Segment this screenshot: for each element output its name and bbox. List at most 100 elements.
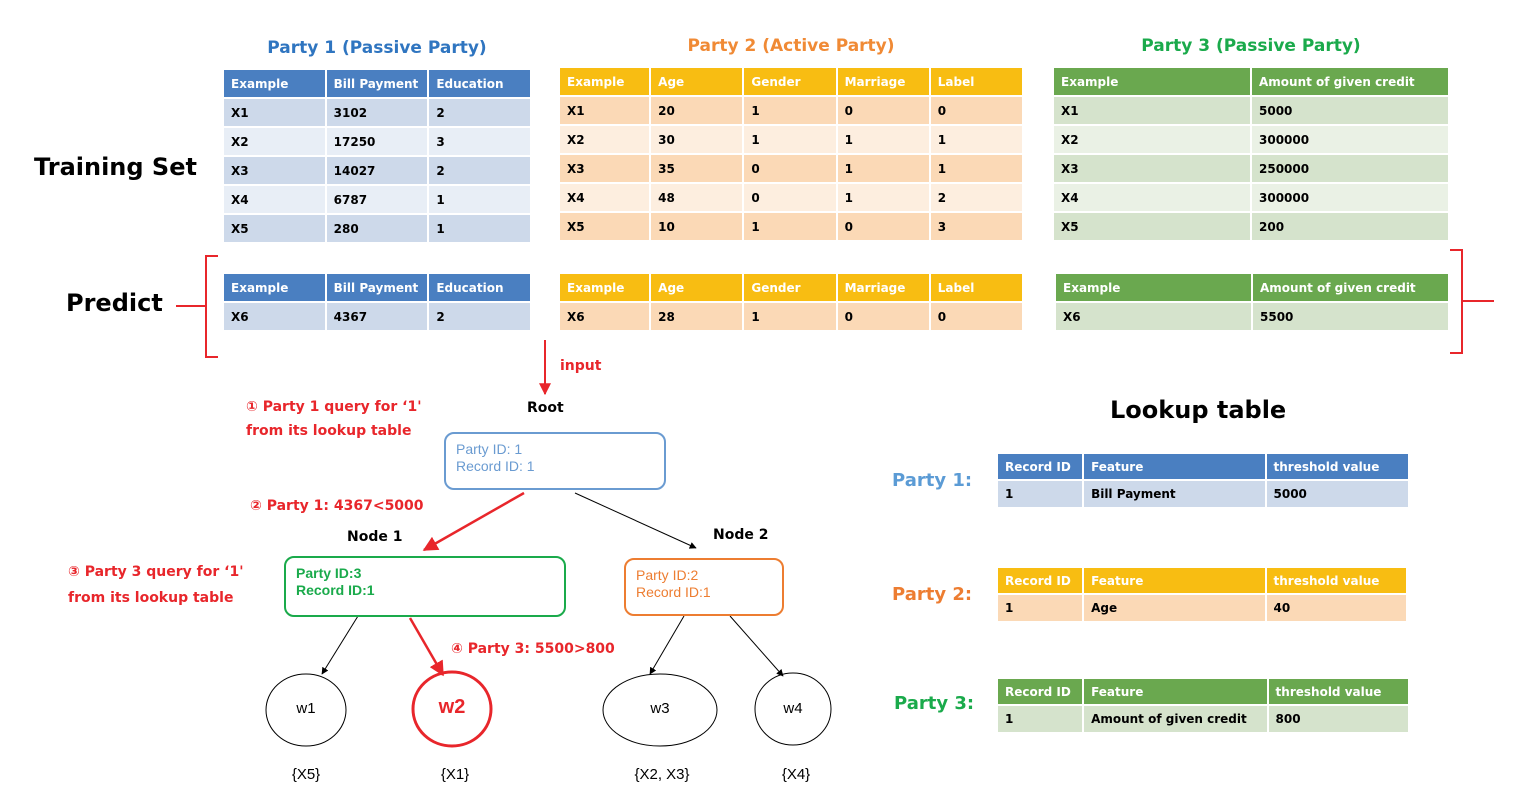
node1: Party ID:3 Record ID:1 — [284, 556, 566, 617]
table-header: Amount of given credit — [1252, 68, 1448, 95]
table-cell: X6 — [1056, 303, 1251, 330]
table-header: Example — [560, 274, 650, 301]
step3-line1: ③ Party 3 query for ‘1' — [68, 564, 244, 580]
leaf-w1-label: w1 — [296, 700, 316, 717]
table-cell: 1 — [429, 215, 530, 242]
party3-title: Party 3 (Passive Party) — [1141, 36, 1361, 56]
table-cell: X5 — [224, 215, 325, 242]
table-cell: 20 — [651, 97, 743, 124]
leaf-w2-set: {X1} — [440, 766, 470, 783]
table-cell: X2 — [560, 126, 650, 153]
edge-root-node2 — [574, 492, 697, 549]
leaf-w4-circle — [754, 672, 832, 746]
table-header: Record ID — [998, 454, 1083, 479]
step4-label: ④ Party 3: 5500>800 — [451, 641, 615, 657]
table-header: Gender — [744, 68, 836, 95]
table-cell: X1 — [1054, 97, 1250, 124]
table-cell: X4 — [560, 184, 650, 211]
lookup-party3-label: Party 3: — [894, 693, 975, 714]
table-cell: 250000 — [1252, 155, 1448, 182]
leaf-w4-set: {X4} — [781, 766, 811, 783]
table-cell: 1 — [744, 303, 836, 330]
table-cell: 0 — [837, 97, 929, 124]
table-cell: 200 — [1252, 213, 1448, 240]
lookup-party1-label: Party 1: — [892, 470, 973, 491]
table-cell: 1 — [429, 186, 530, 213]
step1-line2: from its lookup table — [246, 423, 412, 439]
table-cell: 1 — [744, 213, 836, 240]
table-cell: 1 — [930, 126, 1022, 153]
leaf-w3-label: w3 — [650, 700, 670, 717]
table-cell: 3 — [930, 213, 1022, 240]
node1-record-id: Record ID:1 — [296, 582, 375, 598]
party2-title: Party 2 (Active Party) — [687, 36, 895, 56]
table-cell: 0 — [744, 155, 836, 182]
table-cell: X6 — [560, 303, 650, 330]
table-cell: X4 — [1054, 184, 1250, 211]
edge-node2-w3 — [649, 615, 685, 675]
table-cell: 0 — [930, 303, 1022, 330]
root-party-id: Party ID: 1 — [456, 441, 523, 457]
table-cell: 1 — [998, 595, 1083, 621]
table-header: Label — [930, 274, 1022, 301]
table-header: threshold value — [1266, 568, 1406, 593]
table-header: Amount of given credit — [1253, 274, 1448, 301]
node2-record-id: Record ID:1 — [636, 584, 711, 600]
table-cell: X2 — [224, 128, 325, 155]
table-cell: 1 — [998, 706, 1083, 732]
table-cell: 28 — [651, 303, 743, 330]
table-cell: 0 — [837, 213, 929, 240]
leaf-w2-circle — [411, 670, 493, 748]
edge-node1-w1 — [321, 615, 359, 675]
table-header: Education — [429, 274, 530, 301]
table-cell: 5000 — [1252, 97, 1448, 124]
table-header: Age — [651, 274, 743, 301]
leaf-w3-circle — [602, 673, 718, 747]
table-cell: 48 — [651, 184, 743, 211]
table-cell: 4367 — [326, 303, 428, 330]
table-header: Gender — [744, 274, 836, 301]
party1-title: Party 1 (Passive Party) — [267, 38, 487, 58]
node1-party-id: Party ID:3 — [296, 565, 362, 581]
node2: Party ID:2 Record ID:1 — [624, 558, 784, 616]
table-cell: 3102 — [326, 99, 428, 126]
right-bracket — [1450, 249, 1494, 354]
table-header: Example — [560, 68, 650, 95]
lookup-party2-label: Party 2: — [892, 584, 973, 605]
table-cell: 280 — [326, 215, 428, 242]
leaf-w2-label: w2 — [438, 696, 466, 718]
node1-label: Node 1 — [347, 529, 403, 545]
table-cell: X3 — [224, 157, 325, 184]
table-header: Education — [429, 70, 530, 97]
table-cell: X2 — [1054, 126, 1250, 153]
table-cell: X1 — [224, 99, 325, 126]
table-cell: 1 — [837, 184, 929, 211]
table-cell: X5 — [1054, 213, 1250, 240]
step2-label: ② Party 1: 4367<5000 — [250, 498, 424, 514]
training-set-label: Training Set — [34, 153, 197, 181]
table-cell: 35 — [651, 155, 743, 182]
table-cell: 30 — [651, 126, 743, 153]
node2-party-id: Party ID:2 — [636, 567, 699, 583]
table-cell: 2 — [429, 303, 530, 330]
left-bracket — [176, 255, 218, 358]
table-header: Marriage — [837, 68, 929, 95]
table-cell: 2 — [930, 184, 1022, 211]
node2-label: Node 2 — [713, 527, 769, 543]
table-cell: X3 — [560, 155, 650, 182]
table-cell: X5 — [560, 213, 650, 240]
table-cell: Amount of given credit — [1084, 706, 1267, 732]
table-cell: 40 — [1266, 595, 1406, 621]
table-cell: 6787 — [326, 186, 428, 213]
table-cell: 1 — [837, 126, 929, 153]
edge-root-node1 — [422, 491, 525, 552]
table-cell: 1 — [930, 155, 1022, 182]
table-header: Feature — [1084, 568, 1265, 593]
